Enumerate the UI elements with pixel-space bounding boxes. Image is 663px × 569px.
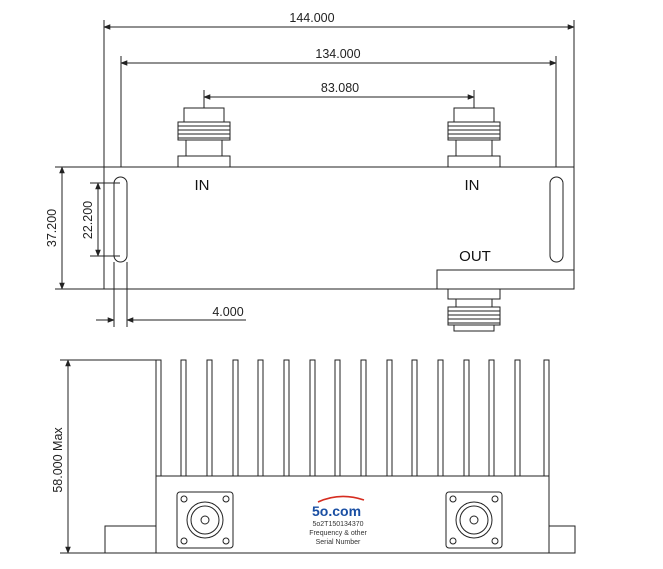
port-label-out: OUT xyxy=(459,248,491,265)
dim-body-height: 37.200 xyxy=(45,209,59,247)
part-number: 5o2T150134370 xyxy=(313,521,364,528)
dim-overall-width: 144.000 xyxy=(289,11,334,25)
dim-slot-offset: 4.000 xyxy=(212,305,243,319)
label-line-2: Frequency & other xyxy=(309,530,367,537)
front-connector-right xyxy=(445,491,503,549)
label-line-3: Serial Number xyxy=(316,539,361,546)
connector-in-right xyxy=(447,107,501,168)
heatsink-fins xyxy=(155,359,550,477)
dim-mount-spacing: 134.000 xyxy=(315,47,360,61)
top-view xyxy=(55,20,575,327)
front-connector-left xyxy=(176,491,234,549)
brand-main: 5o.com xyxy=(312,503,361,519)
port-label-in-left: IN xyxy=(195,177,210,194)
top-body xyxy=(103,166,575,290)
connector-in-left xyxy=(177,107,231,168)
right-mount-slot xyxy=(549,176,564,263)
logo-swoosh-icon xyxy=(317,495,365,503)
left-mount-slot xyxy=(113,176,128,263)
dim-max-height: 58.000 Max xyxy=(51,427,65,493)
connector-out xyxy=(447,288,501,332)
dim-connector-spacing: 83.080 xyxy=(321,81,359,95)
product-label: 5o.com 5o2T150134370 Frequency & other S… xyxy=(309,495,367,546)
dim-slot-length: 22.200 xyxy=(81,201,95,239)
port-label-in-right: IN xyxy=(465,177,480,194)
